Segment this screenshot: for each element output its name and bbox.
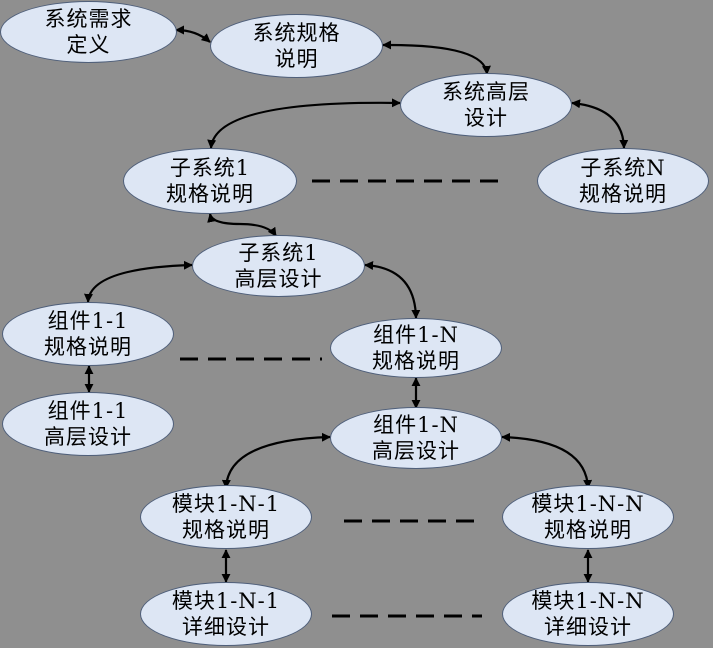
edge-comp1Nhld-mod1N1 xyxy=(221,432,331,489)
node-line: 组件1-N xyxy=(373,323,459,347)
node-line: 模块1-N-N xyxy=(531,589,645,613)
node-subsystem1-spec: 子系统1 规格说明 xyxy=(123,148,297,214)
node-line: 系统规格 xyxy=(252,21,341,45)
node-subsystemN-spec: 子系统N 规格说明 xyxy=(537,148,709,214)
node-line: 系统高层 xyxy=(442,80,530,104)
node-line: 组件1-1 xyxy=(47,309,129,333)
node-line: 详细设计 xyxy=(182,615,270,639)
node-line: 组件1-N xyxy=(373,413,459,437)
node-line: 详细设计 xyxy=(544,615,632,639)
edge-comp1Nhld-mod1NN xyxy=(501,432,593,489)
node-line: 规格说明 xyxy=(44,335,132,359)
node-line: 高层设计 xyxy=(372,439,460,463)
node-line: 规格说明 xyxy=(579,182,667,206)
node-system-requirements: 系统需求 定义 xyxy=(0,1,177,63)
node-line: 设计 xyxy=(464,106,508,130)
node-system-high-level-design: 系统高层 设计 xyxy=(400,73,572,137)
edge-req-spec xyxy=(175,25,211,43)
edge-spec-hld xyxy=(382,40,491,75)
node-component1-N-spec: 组件1-N 规格说明 xyxy=(330,318,502,378)
node-system-spec: 系统规格 说明 xyxy=(210,14,383,78)
edge-sub1spec-sub1hld xyxy=(207,213,277,237)
node-line: 模块1-N-1 xyxy=(171,492,281,516)
node-line: 规格说明 xyxy=(372,349,460,373)
node-line: 系统需求 xyxy=(44,7,133,31)
node-line: 子系统1 xyxy=(238,241,319,265)
node-line: 组件1-1 xyxy=(47,399,129,423)
node-line: 子系统N xyxy=(580,156,666,180)
node-component1-N-high-level-design: 组件1-N 高层设计 xyxy=(330,407,502,469)
node-module1-N-1-spec: 模块1-N-1 规格说明 xyxy=(140,485,312,549)
node-line: 规格说明 xyxy=(166,182,254,206)
node-subsystem1-high-level-design: 子系统1 高层设计 xyxy=(192,235,365,297)
node-module1-N-1-detailed-design: 模块1-N-1 详细设计 xyxy=(140,582,312,646)
edge-hld-subN xyxy=(571,99,629,149)
node-line: 高层设计 xyxy=(44,425,132,449)
node-line: 定义 xyxy=(66,33,111,57)
node-component1-1-high-level-design: 组件1-1 高层设计 xyxy=(2,392,174,456)
node-line: 模块1-N-N xyxy=(531,492,645,516)
edge-sub1hld-comp1N xyxy=(364,260,421,319)
edge-sub1hld-comp11 xyxy=(83,260,193,303)
node-line: 说明 xyxy=(274,47,319,71)
node-line: 规格说明 xyxy=(544,518,632,542)
node-line: 规格说明 xyxy=(182,518,270,542)
node-module1-N-N-detailed-design: 模块1-N-N 详细设计 xyxy=(502,582,674,646)
node-component1-1-spec: 组件1-1 规格说明 xyxy=(2,302,174,366)
node-line: 高层设计 xyxy=(234,267,323,291)
node-module1-N-N-spec: 模块1-N-N 规格说明 xyxy=(502,485,674,549)
node-line: 子系统1 xyxy=(169,156,251,180)
node-line: 模块1-N-1 xyxy=(171,589,281,613)
edge-hld-sub1 xyxy=(207,98,401,149)
